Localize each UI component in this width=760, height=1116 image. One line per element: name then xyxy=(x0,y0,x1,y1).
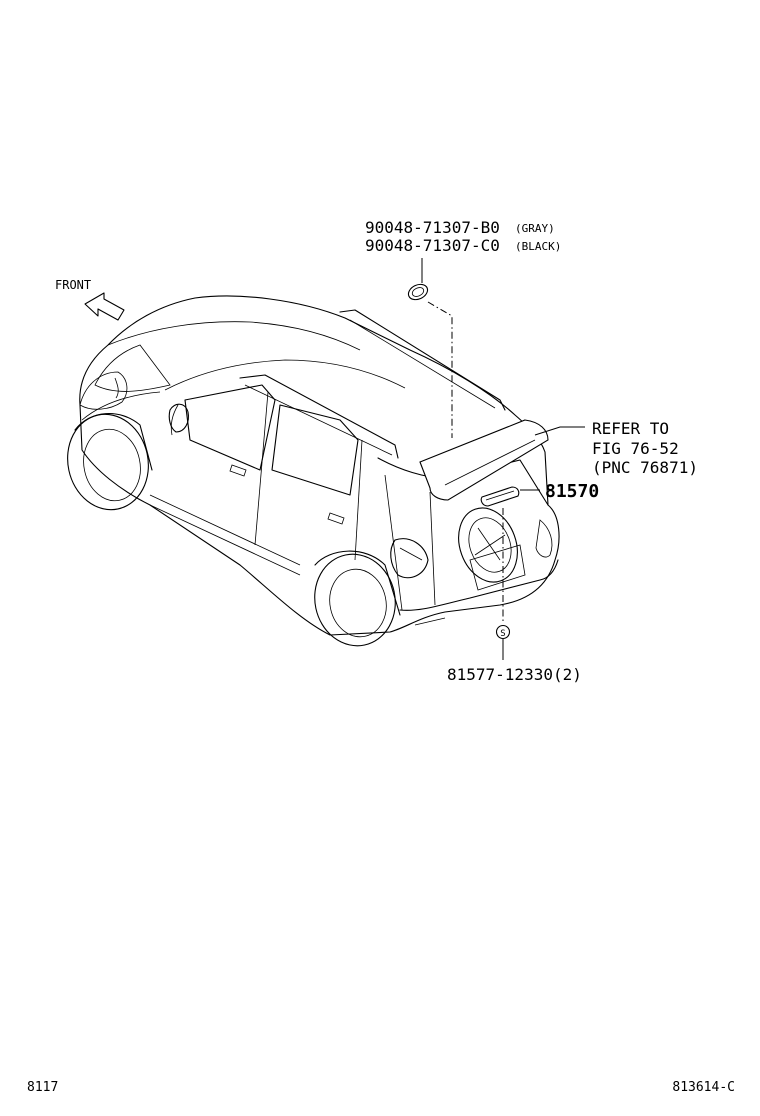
lamp-part-icon xyxy=(480,486,520,507)
part-note-black: (BLACK) xyxy=(515,240,561,253)
front-label: FRONT xyxy=(55,278,91,292)
part-note-gray: (GRAY) xyxy=(515,222,555,235)
cap-part-icon xyxy=(407,283,429,301)
figure-code: 813614-C xyxy=(672,1080,735,1095)
part-number-black: 90048-71307-C0 xyxy=(365,236,500,255)
screw-part-number: 81577-12330(2) xyxy=(447,665,582,684)
refer-label-line2: FIG 76-52 xyxy=(592,439,679,458)
refer-label-line1: REFER TO xyxy=(592,419,669,438)
vehicle-body-outline xyxy=(79,295,560,636)
refer-label-line3: (PNC 76871) xyxy=(592,458,698,477)
screw-marker-label: S xyxy=(500,629,505,639)
front-wheel xyxy=(67,413,153,511)
cap-dashed-guide xyxy=(427,301,453,438)
spoiler-leader-line xyxy=(534,426,585,436)
lamp-part-number: 81570 xyxy=(545,481,599,502)
front-arrow-icon xyxy=(84,292,125,321)
screw-marker-icon: S xyxy=(495,624,511,640)
part-number-gray: 90048-71307-B0 xyxy=(365,218,500,237)
rear-wheel xyxy=(314,550,401,647)
page-number: 8117 xyxy=(27,1080,58,1095)
